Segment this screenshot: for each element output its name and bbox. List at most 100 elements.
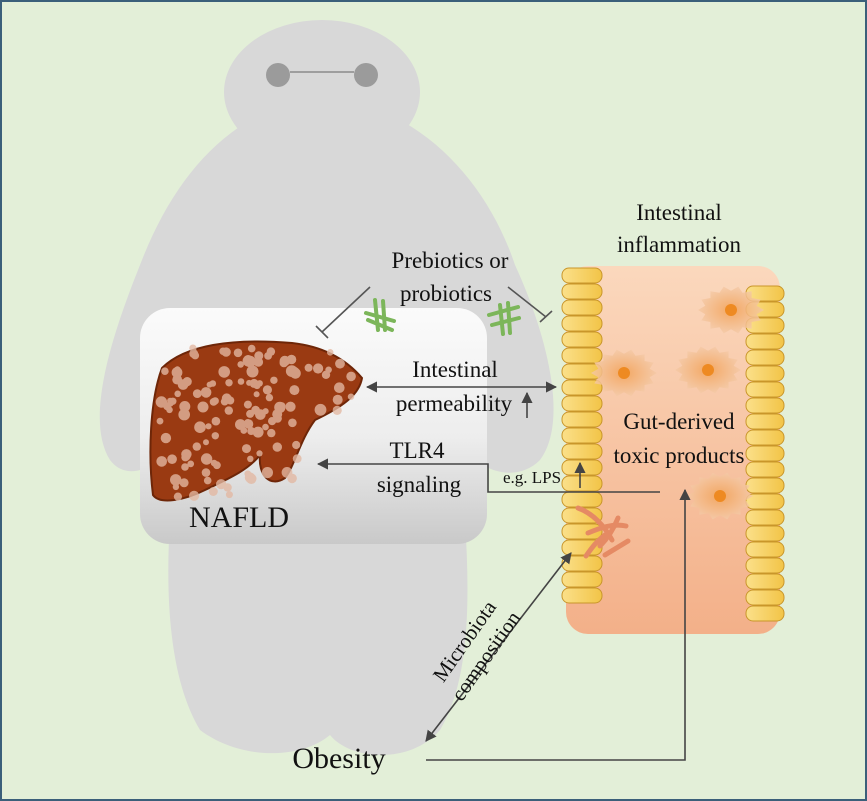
bacteria-icon bbox=[575, 505, 631, 559]
liver-spot bbox=[211, 397, 219, 405]
microbiota-arrow bbox=[425, 552, 572, 742]
epithelial-cell bbox=[561, 571, 603, 588]
liver-spot bbox=[174, 366, 181, 373]
liver-spot bbox=[314, 403, 327, 416]
liver-spot bbox=[210, 459, 218, 467]
liver-spot bbox=[244, 472, 256, 483]
liver-spot bbox=[181, 463, 189, 471]
liver-spot bbox=[335, 358, 345, 369]
liver-spot bbox=[174, 390, 181, 398]
permeability-label: Intestinal bbox=[412, 357, 498, 382]
liver-spot bbox=[279, 358, 289, 368]
liver-spot bbox=[173, 492, 182, 501]
liver-spot bbox=[247, 455, 254, 462]
liver-spot bbox=[272, 442, 282, 452]
obesity-arrow bbox=[426, 488, 691, 761]
inflammatory-cell-icon bbox=[687, 472, 753, 520]
lps-label: e.g. LPS bbox=[503, 468, 561, 487]
liver-spot bbox=[197, 401, 209, 413]
liver-spot bbox=[237, 378, 245, 385]
liver-spot bbox=[256, 450, 263, 457]
liver-spot bbox=[224, 406, 233, 415]
liver-spot bbox=[265, 393, 274, 402]
liver-spot bbox=[203, 476, 212, 485]
gut-products-label-2: toxic products bbox=[614, 443, 745, 468]
epithelial-cell bbox=[745, 541, 785, 558]
epithelial-cell bbox=[561, 347, 603, 364]
epithelial-cell bbox=[745, 573, 785, 590]
liver-spot bbox=[190, 345, 197, 352]
epithelial-cell bbox=[561, 587, 603, 604]
liver-spot bbox=[321, 370, 331, 379]
liver-spot bbox=[247, 427, 256, 435]
prebiotics-label: Prebiotics or bbox=[392, 248, 509, 273]
liver-spot bbox=[194, 421, 206, 434]
liver-spot bbox=[172, 483, 180, 491]
liver-spot bbox=[201, 468, 211, 477]
liver-spot bbox=[292, 440, 301, 450]
epithelial-cell bbox=[745, 461, 785, 478]
gut-products-label: Gut-derived bbox=[623, 409, 735, 434]
epithelial-cell bbox=[561, 267, 603, 284]
liver-spot bbox=[211, 432, 219, 440]
liver-spot bbox=[290, 367, 301, 379]
liver-spot bbox=[262, 385, 272, 395]
liver-spot bbox=[242, 444, 251, 454]
liver-spot bbox=[156, 456, 167, 467]
liver-spot bbox=[172, 477, 179, 484]
epithelial-cell bbox=[745, 445, 785, 462]
liver-spot bbox=[288, 418, 297, 428]
inflammatory-cell-icon bbox=[591, 349, 657, 397]
epithelial-cell bbox=[561, 427, 603, 444]
epithelial-cell bbox=[745, 477, 785, 494]
epithelial-cell bbox=[745, 413, 785, 430]
liver-spot bbox=[206, 381, 213, 388]
liver-spot bbox=[216, 479, 227, 490]
epithelial-cell bbox=[745, 557, 785, 574]
liver-spot bbox=[243, 400, 252, 409]
blocker-pill-icon bbox=[364, 298, 396, 332]
epithelial-cell bbox=[561, 411, 603, 428]
liver-spot bbox=[281, 467, 293, 478]
liver-spot bbox=[285, 401, 296, 412]
epithelial-cell bbox=[745, 397, 785, 414]
liver-spot bbox=[267, 428, 276, 438]
liver-spot bbox=[246, 365, 259, 378]
liver-spot bbox=[192, 389, 202, 398]
tlr4-label: TLR4 bbox=[390, 438, 445, 463]
probiotics-label: probiotics bbox=[400, 281, 492, 306]
epithelial-cell bbox=[561, 379, 603, 396]
liver-spot bbox=[192, 442, 201, 451]
epithelial-cell bbox=[561, 315, 603, 332]
intestinal-inflammation-label: Intestinal bbox=[636, 200, 722, 225]
liver-spot bbox=[262, 423, 269, 431]
lps-signaling-arrow bbox=[316, 458, 660, 493]
blocker-pill-icon bbox=[487, 301, 521, 336]
liver-icon bbox=[149, 340, 364, 502]
liver-spot bbox=[235, 419, 246, 430]
liver-spot bbox=[187, 460, 195, 468]
liver-spot bbox=[289, 385, 300, 396]
liver-spot bbox=[252, 426, 264, 438]
epithelial-cell bbox=[745, 381, 785, 398]
liver-spot bbox=[160, 432, 172, 444]
liver-spot bbox=[237, 361, 244, 368]
liver-spot bbox=[253, 382, 261, 390]
epithelial-cell bbox=[561, 475, 603, 492]
epithelial-cell bbox=[561, 523, 603, 540]
liver-spot bbox=[178, 408, 190, 421]
liver-spot bbox=[182, 377, 192, 387]
liver-spot bbox=[163, 402, 171, 411]
liver-spot bbox=[211, 416, 221, 426]
liver-spot bbox=[270, 376, 278, 384]
epithelial-cell bbox=[745, 333, 785, 350]
liver-spot bbox=[189, 490, 200, 501]
epithelial-cell bbox=[745, 349, 785, 366]
epithelial-cell bbox=[561, 459, 603, 476]
liver-spot bbox=[167, 454, 177, 465]
liver-spot bbox=[313, 363, 324, 374]
epithelial-cell bbox=[561, 283, 603, 300]
signaling-label: signaling bbox=[377, 472, 462, 497]
